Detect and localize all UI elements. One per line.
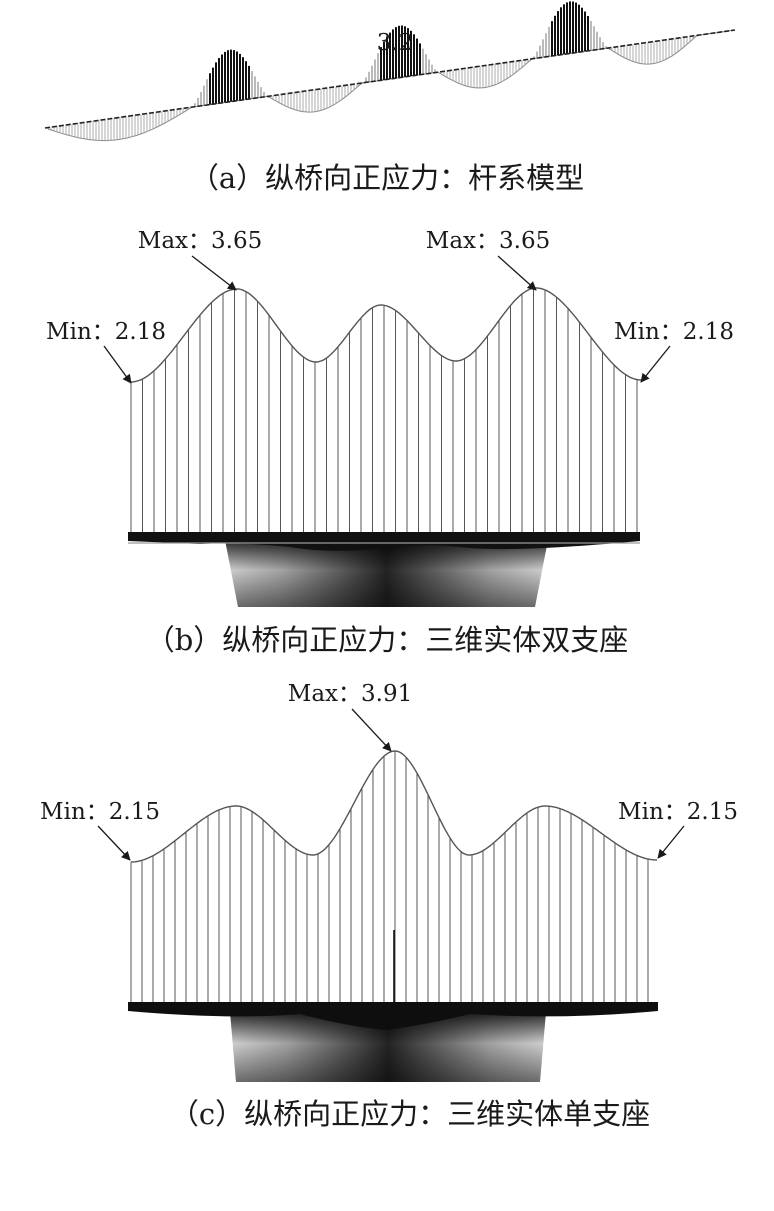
deck-slab	[128, 1002, 658, 1030]
stress-hatch-lines	[130, 751, 649, 1002]
svg-text:Min：2.18: Min：2.18	[614, 319, 734, 345]
annotation-max-right: Max：3.65	[426, 228, 550, 291]
annotation-min-right: Min：2.18	[614, 319, 734, 383]
panel-b: Max：3.65 Max：3.65 Min：2.18 Min：2.18 （b）纵…	[46, 228, 734, 657]
stress-hatch-lines	[130, 288, 638, 532]
panel-a: 3.2 （a）纵桥向正应力：杆系模型	[44, 1, 736, 195]
beam-stress-hatch	[47, 1, 697, 141]
panel-c: Max：3.91 Min：2.15 Min：2.15 （c）纵桥向正应力：三维实…	[40, 681, 738, 1131]
annotation-min-right: Min：2.15	[618, 799, 738, 859]
beam-axis-line	[44, 29, 736, 129]
caption-b: （b）纵桥向正应力：三维实体双支座	[146, 623, 629, 657]
girder-section	[128, 930, 658, 1082]
deck-slab	[128, 532, 640, 551]
peak-stress-label: 3.2	[377, 30, 414, 56]
pier-shade	[230, 1012, 546, 1082]
svg-text:Max：3.65: Max：3.65	[138, 228, 262, 254]
svg-text:Min：2.15: Min：2.15	[40, 799, 160, 825]
svg-text:Min：2.18: Min：2.18	[46, 319, 166, 345]
stress-envelope-curve	[130, 750, 658, 863]
svg-text:Max：3.65: Max：3.65	[426, 228, 550, 254]
caption-a: （a）纵桥向正应力：杆系模型	[190, 161, 584, 195]
annotation-max-left: Max：3.65	[138, 228, 262, 291]
svg-text:Min：2.15: Min：2.15	[618, 799, 738, 825]
caption-c: （c）纵桥向正应力：三维实体单支座	[170, 1097, 650, 1131]
pier-shade	[225, 540, 548, 607]
annotation-min-left: Min：2.15	[40, 799, 160, 861]
annotation-max-center: Max：3.91	[288, 681, 412, 752]
girder-section	[128, 532, 640, 607]
annotation-min-left: Min：2.18	[46, 319, 166, 384]
svg-text:Max：3.91: Max：3.91	[288, 681, 412, 707]
stress-envelope-curve	[130, 287, 642, 383]
